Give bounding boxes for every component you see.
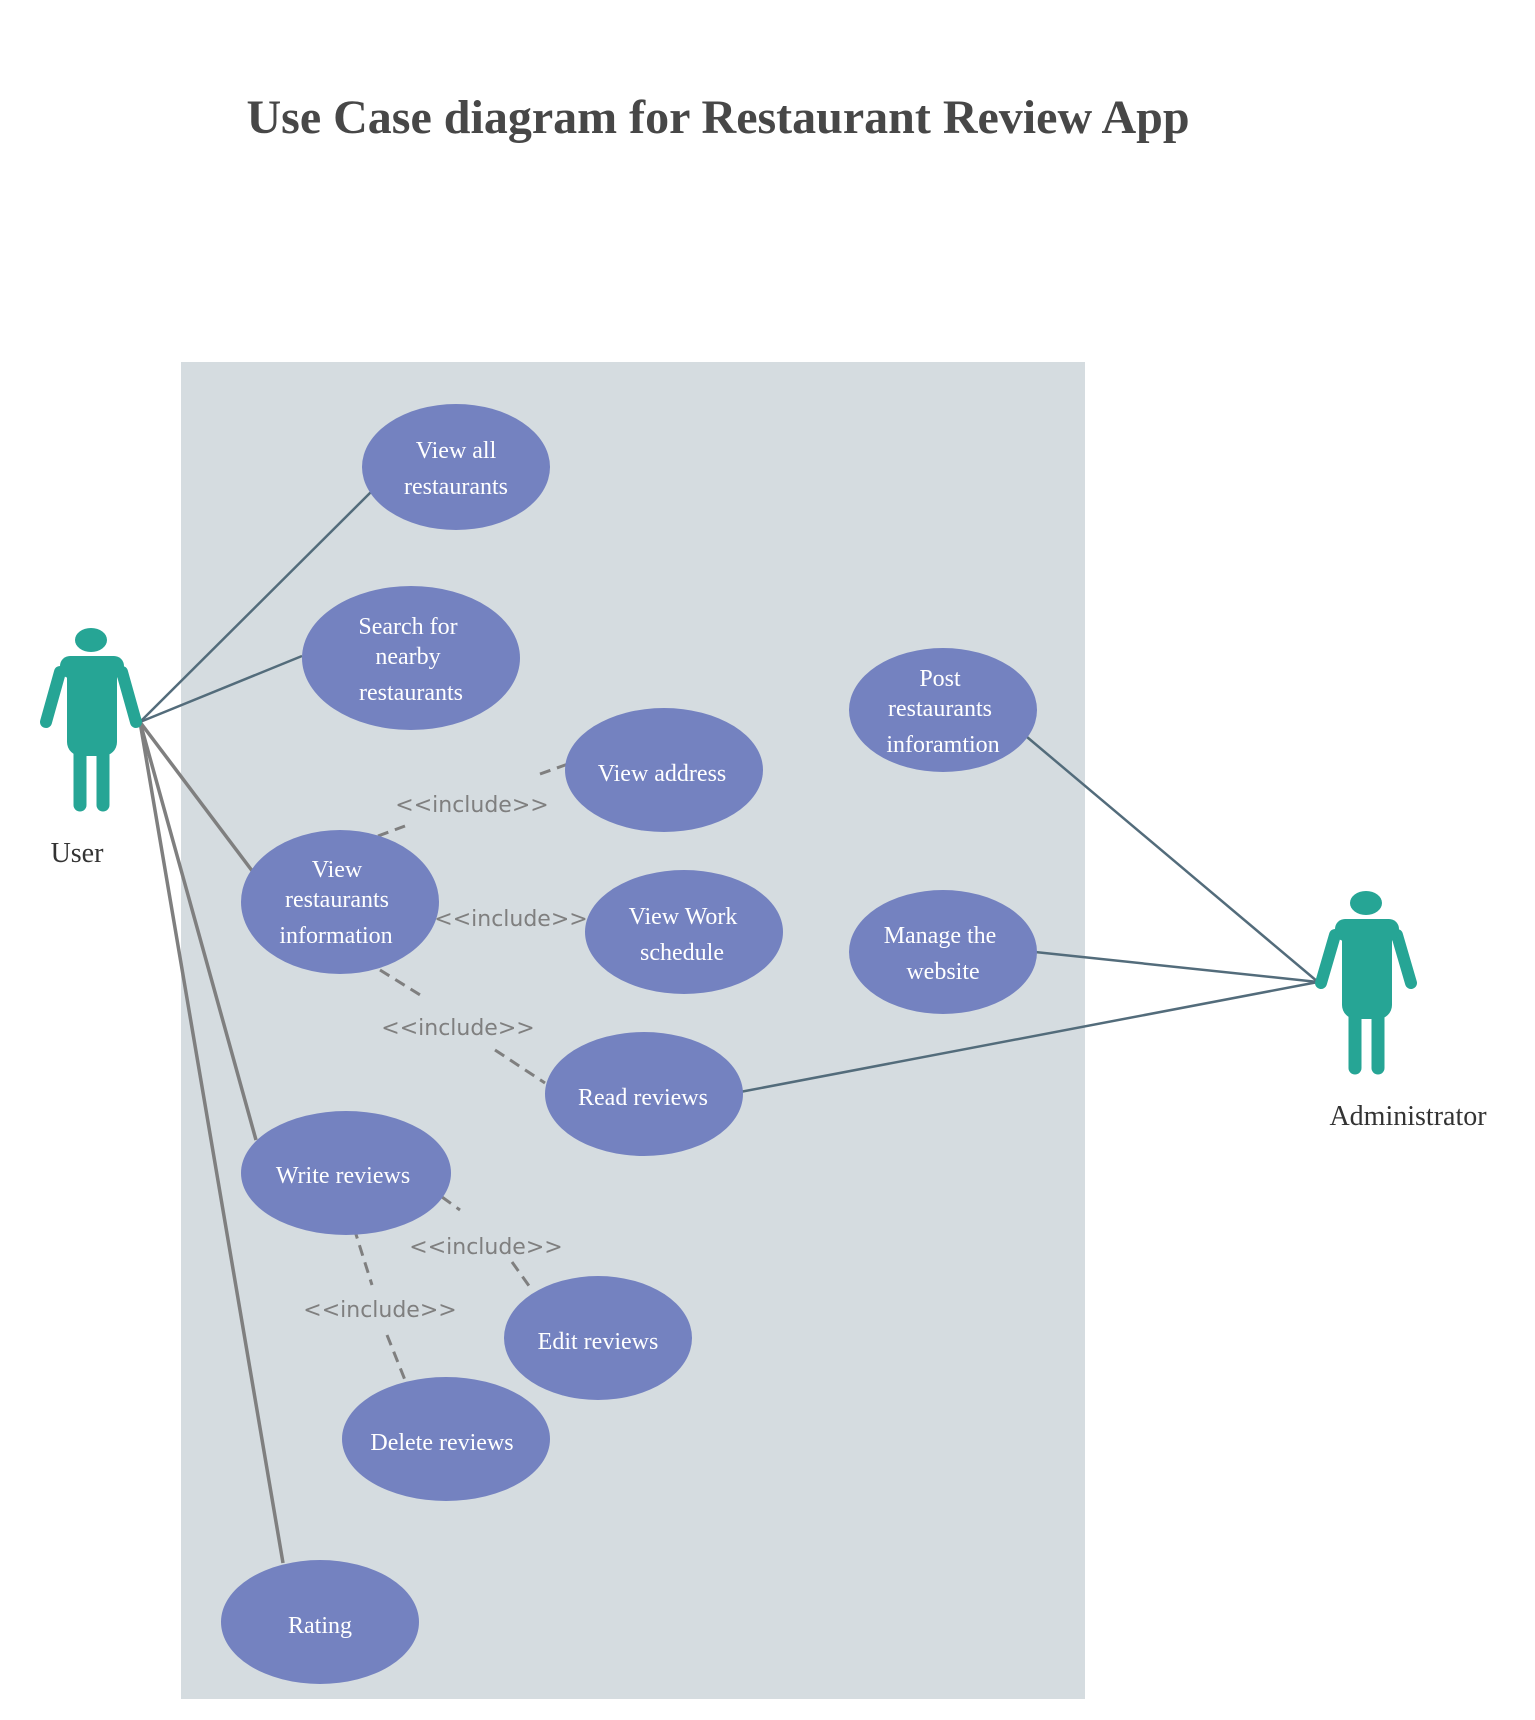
actor-administrator[interactable]: Administrator <box>1315 891 1487 1132</box>
use-case-manage-the-website[interactable]: Manage the website <box>849 890 1037 1014</box>
svg-text:View address: View address <box>598 761 727 787</box>
svg-text:View Work schedule: View Work schedule <box>629 904 744 966</box>
svg-text:Delete reviews: Delete reviews <box>370 1430 513 1456</box>
use-case-view-all-restaurants[interactable]: View all restaurants <box>362 404 550 530</box>
assoc-user-search <box>139 654 303 724</box>
use-case-post-restaurants-information[interactable]: Post restaurants inforamtion <box>849 648 1037 772</box>
include-line-edit-b <box>510 1261 534 1291</box>
use-case-write-reviews[interactable]: Write reviews <box>241 1111 451 1235</box>
svg-text:Post restaurants: Post restaurants inforamtion <box>886 666 999 758</box>
use-case-rating[interactable]: Rating <box>221 1560 419 1684</box>
assoc-admin-read-reviews <box>739 980 1319 1094</box>
person-icon <box>1315 891 1417 1075</box>
svg-text:Search for nearby: Search for nearby restaurants <box>358 614 463 706</box>
include-relationships: <<include>> <<include>> <<include>> <<in… <box>303 762 588 1381</box>
assoc-user-rating <box>138 721 285 1564</box>
actor-user[interactable]: User <box>40 628 142 869</box>
include-label-schedule: <<include>> <box>434 907 587 932</box>
person-icon <box>40 628 142 812</box>
use-case-view-address[interactable]: View address <box>565 708 763 832</box>
use-cases: View all restaurants Search for nearby r… <box>221 404 1037 1684</box>
svg-text:Write reviews: Write reviews <box>276 1163 410 1189</box>
use-case-read-reviews[interactable]: Read reviews <box>545 1032 743 1156</box>
user-associations <box>138 489 374 1564</box>
system-boundary <box>181 362 1085 1699</box>
actor-administrator-label: Administrator <box>1329 1101 1487 1132</box>
include-line-reviews-b <box>494 1048 546 1085</box>
svg-text:View all restaurants: View all restaurants <box>404 438 508 500</box>
svg-text:Read reviews: Read reviews <box>578 1085 708 1111</box>
include-line-address-a <box>377 824 406 838</box>
include-label-edit-reviews: <<include>> <box>409 1235 562 1260</box>
include-line-delete-b <box>385 1334 407 1381</box>
svg-text:Rating: Rating <box>288 1613 352 1639</box>
admin-associations <box>739 736 1319 1094</box>
include-label-read-reviews: <<include>> <box>381 1016 534 1041</box>
use-case-delete-reviews[interactable]: Delete reviews <box>342 1377 550 1501</box>
svg-text:View restaurants: View restaurants information <box>279 857 395 949</box>
include-line-edit-a <box>441 1195 461 1212</box>
use-case-view-restaurants-information[interactable]: View restaurants information <box>241 830 439 974</box>
use-case-edit-reviews[interactable]: Edit reviews <box>504 1276 692 1400</box>
svg-text:Manage the website: Manage the website <box>884 923 1003 985</box>
include-label-delete-reviews: <<include>> <box>303 1298 456 1323</box>
actor-user-label: User <box>51 838 105 869</box>
assoc-user-view-all <box>139 489 374 723</box>
include-line-address-b <box>539 762 569 776</box>
include-label-address: <<include>> <box>395 793 548 818</box>
svg-text:Edit reviews: Edit reviews <box>538 1329 659 1355</box>
include-line-reviews-a <box>379 968 426 1000</box>
assoc-user-view-info <box>138 720 255 874</box>
assoc-admin-post-info <box>1026 736 1319 983</box>
use-case-search-nearby-restaurants[interactable]: Search for nearby restaurants <box>302 586 520 730</box>
diagram-title: Use Case diagram for Restaurant Review A… <box>246 91 1189 144</box>
include-line-delete-a <box>352 1227 374 1286</box>
assoc-admin-manage <box>1034 950 1319 984</box>
assoc-user-write-reviews <box>138 721 258 1141</box>
use-case-view-work-schedule[interactable]: View Work schedule <box>585 870 783 994</box>
